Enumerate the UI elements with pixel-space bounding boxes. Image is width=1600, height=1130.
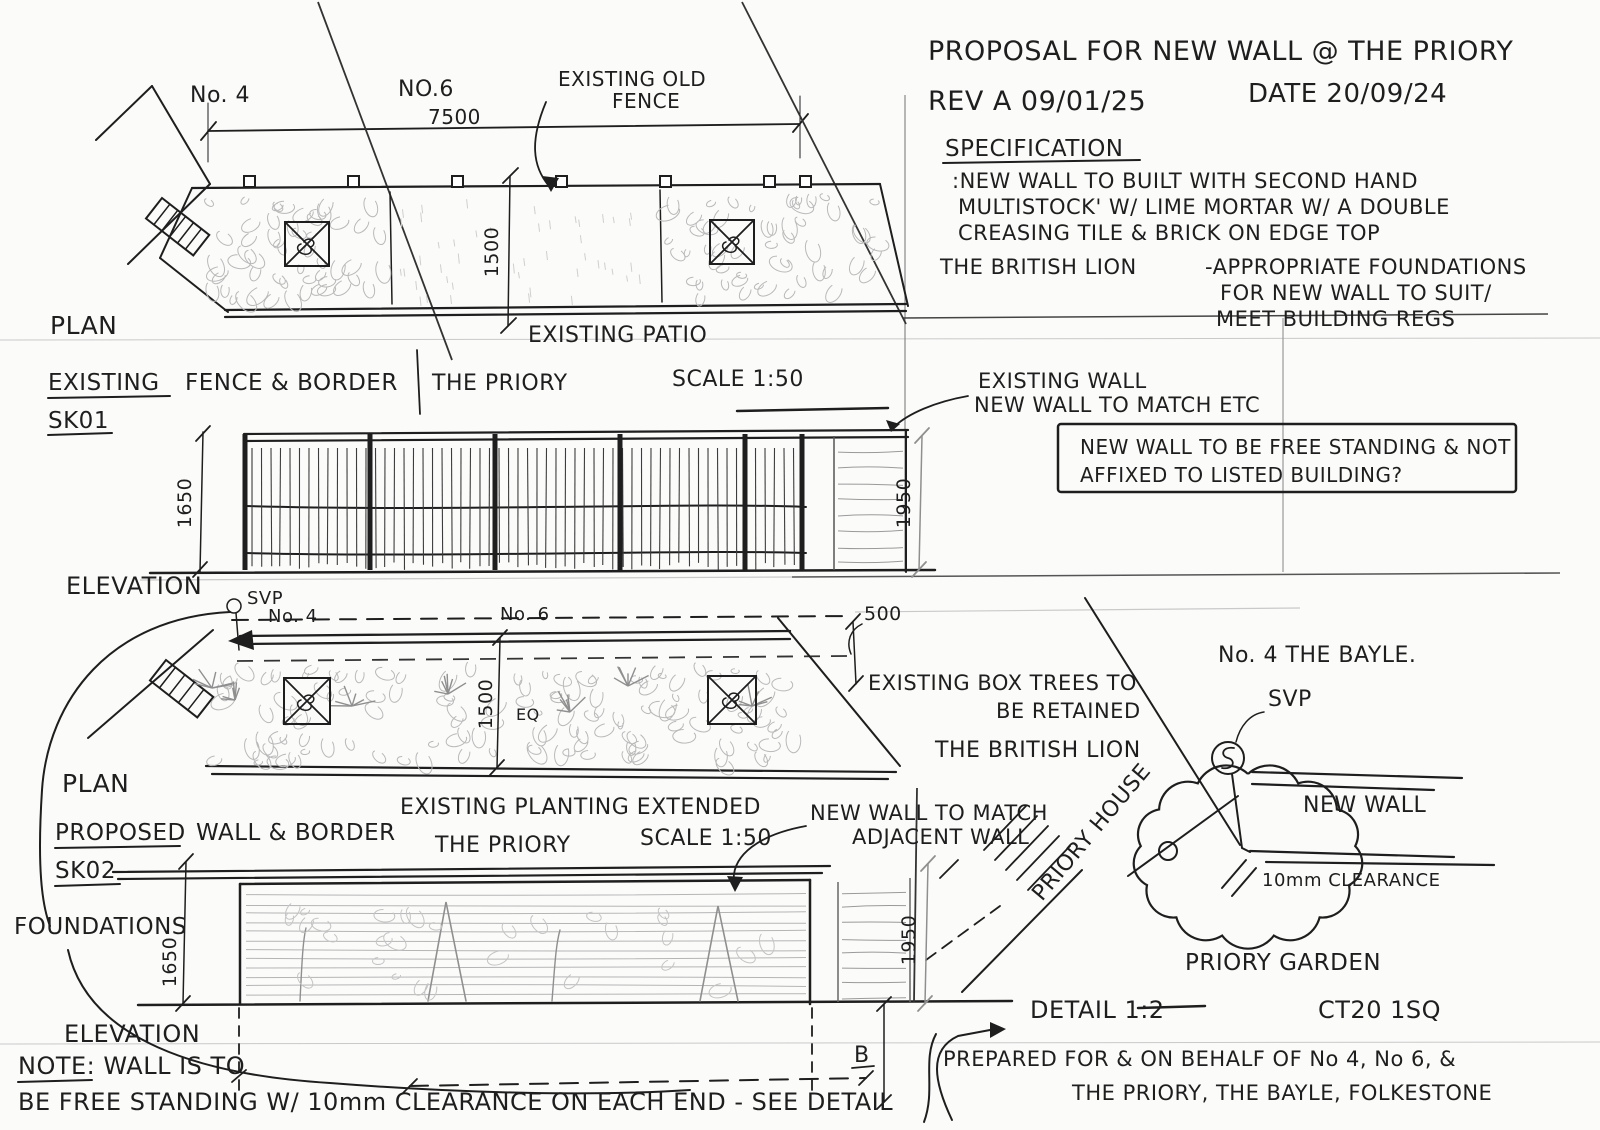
label-no6: NO.6: [398, 77, 454, 102]
footer-note: NOTE: WALL IS TO: [18, 1052, 245, 1080]
label-existing-old-fence: EXISTING OLD: [558, 67, 706, 91]
footer-note: BE FREE STANDING W/ 10mm CLEARANCE ON EA…: [18, 1088, 893, 1116]
label-new-wall-match-adjacent: ADJACENT WALL: [852, 825, 1029, 849]
spec-foundations: MEET BUILDING REGS: [1216, 307, 1455, 331]
label-plan: PLAN: [62, 769, 129, 798]
label-existing-old-fence: FENCE: [612, 89, 680, 113]
construction-lines: [0, 95, 1600, 1045]
drawing-title-sk02: WALL & BORDER: [196, 820, 396, 846]
label-no4: No. 4: [268, 606, 318, 627]
svp-symbol: [1211, 741, 1245, 775]
spec-line: CREASING TILE & BRICK ON EDGE TOP: [958, 221, 1380, 245]
planting-scribble: [655, 193, 890, 307]
neighbour-label: THE BRITISH LION: [939, 255, 1137, 279]
label-no6: No. 6: [500, 604, 550, 625]
planting-scribble: [206, 661, 802, 776]
label-elevation: ELEVATION: [64, 1020, 200, 1048]
label-no4-the-bayle: No. 4 THE BAYLE.: [1218, 643, 1416, 668]
dim-b: B: [854, 1043, 870, 1068]
boxed-note-text: AFFIXED TO LISTED BUILDING?: [1080, 463, 1403, 487]
spec-heading: SPECIFICATION: [945, 136, 1124, 162]
dim-eq: EQ: [516, 705, 540, 724]
planting-scribble: [204, 196, 392, 313]
fence-slats: [251, 447, 805, 570]
box-tree-symbol: [283, 677, 331, 725]
drawing-number-sk01: SK01: [48, 408, 109, 434]
sk02-elevation-drawing: [17, 787, 1207, 1123]
label-svp: SVP: [1268, 687, 1312, 712]
label-foundations: FOUNDATIONS: [14, 914, 187, 940]
dim-1650: 1650: [159, 937, 181, 987]
label-planting-extended: EXISTING PLANTING EXTENDED: [400, 795, 761, 820]
plant-silhouettes: [299, 901, 739, 1002]
fence-posts: [242, 434, 805, 570]
label-existing-wall: EXISTING WALL: [978, 369, 1147, 393]
steps-hatch: [148, 658, 215, 719]
dim-1500: 1500: [475, 679, 497, 729]
sk02-plan-drawing: [39, 597, 1496, 993]
sk01-titleblock: [47, 349, 890, 436]
drawing-title-sk01: FENCE & BORDER: [185, 370, 398, 396]
label-new-wall: NEW WALL: [1303, 793, 1426, 818]
spec-foundations: FOR NEW WALL TO SUIT/: [1220, 281, 1492, 305]
steps-hatch: [144, 196, 211, 257]
dim-1650: 1650: [174, 478, 196, 528]
drawing-number-sk02: SK02: [55, 858, 116, 884]
brick-courses: [245, 892, 807, 996]
label-new-wall-match-adjacent: NEW WALL TO MATCH: [810, 801, 1048, 825]
label-plan: PLAN: [50, 311, 117, 340]
label-elevation: ELEVATION: [66, 572, 202, 600]
label-priory-garden: PRIORY GARDEN: [1185, 950, 1381, 976]
brick-courses: [841, 891, 907, 1000]
detail-scale-label: DETAIL 1:2: [1030, 996, 1165, 1024]
svp-symbol: [226, 598, 242, 614]
gate-arrow: [228, 630, 254, 650]
box-tree-symbol: [284, 221, 330, 267]
location-label: THE PRIORY: [434, 833, 571, 858]
location-label: THE PRIORY: [431, 371, 568, 396]
spec-line: MULTISTOCK' W/ LIME MORTAR W/ A DOUBLE: [958, 195, 1450, 219]
dim-1950: 1950: [898, 915, 920, 965]
plant-symbols: [192, 666, 773, 713]
box-tree-symbol: [709, 219, 755, 265]
sk01-elevation-drawing: [148, 395, 1518, 578]
revision-cloud: [1132, 764, 1364, 950]
fence-posts: [243, 175, 812, 188]
label-existing-patio: EXISTING PATIO: [528, 323, 707, 348]
drawing-title-sk02: PROPOSED: [55, 820, 186, 846]
scale-label: SCALE 1:50: [672, 367, 804, 392]
spec-foundations: -APPROPRIATE FOUNDATIONS: [1205, 255, 1527, 279]
drawing-title-sk01: EXISTING: [48, 370, 160, 396]
text-layer: PROPOSAL FOR NEW WALL @ THE PRIORY REV A…: [14, 36, 1527, 1116]
box-tree-symbol: [707, 675, 757, 725]
label-no4: No. 4: [190, 83, 250, 108]
date-label: DATE 20/09/24: [1248, 79, 1447, 109]
dim-500: 500: [864, 603, 902, 625]
revision-label: REV A 09/01/25: [928, 86, 1146, 117]
dim-7500: 7500: [428, 105, 481, 129]
label-svp: SVP: [247, 588, 283, 609]
prepared-for: THE PRIORY, THE BAYLE, FOLKESTONE: [1071, 1081, 1492, 1105]
label-british-lion: THE BRITISH LION: [934, 738, 1141, 763]
label-box-trees: EXISTING BOX TREES TO: [868, 671, 1137, 695]
label-new-wall-match: NEW WALL TO MATCH ETC: [974, 393, 1260, 417]
label-clearance: 10mm CLEARANCE: [1262, 870, 1440, 891]
spec-line: :NEW WALL TO BUILT WITH SECOND HAND: [952, 169, 1418, 193]
sk01-plan-drawing: [95, 1, 909, 361]
prepared-for: PREPARED FOR & ON BEHALF OF No 4, No 6, …: [943, 1047, 1456, 1071]
sheet-title: PROPOSAL FOR NEW WALL @ THE PRIORY: [928, 36, 1513, 67]
brick-courses: [837, 450, 904, 564]
patio-texture: [399, 199, 641, 306]
planting-scribble: [284, 903, 775, 1001]
postcode-label: CT20 1SQ: [1318, 996, 1441, 1024]
scale-label: SCALE 1:50: [640, 826, 772, 851]
label-box-trees: BE RETAINED: [996, 699, 1141, 723]
boxed-note: [1056, 422, 1518, 494]
dim-1500: 1500: [481, 227, 503, 277]
steps-hatch: [983, 805, 1071, 891]
dim-1950: 1950: [893, 478, 915, 528]
boxed-note-text: NEW WALL TO BE FREE STANDING & NOT: [1080, 435, 1511, 459]
